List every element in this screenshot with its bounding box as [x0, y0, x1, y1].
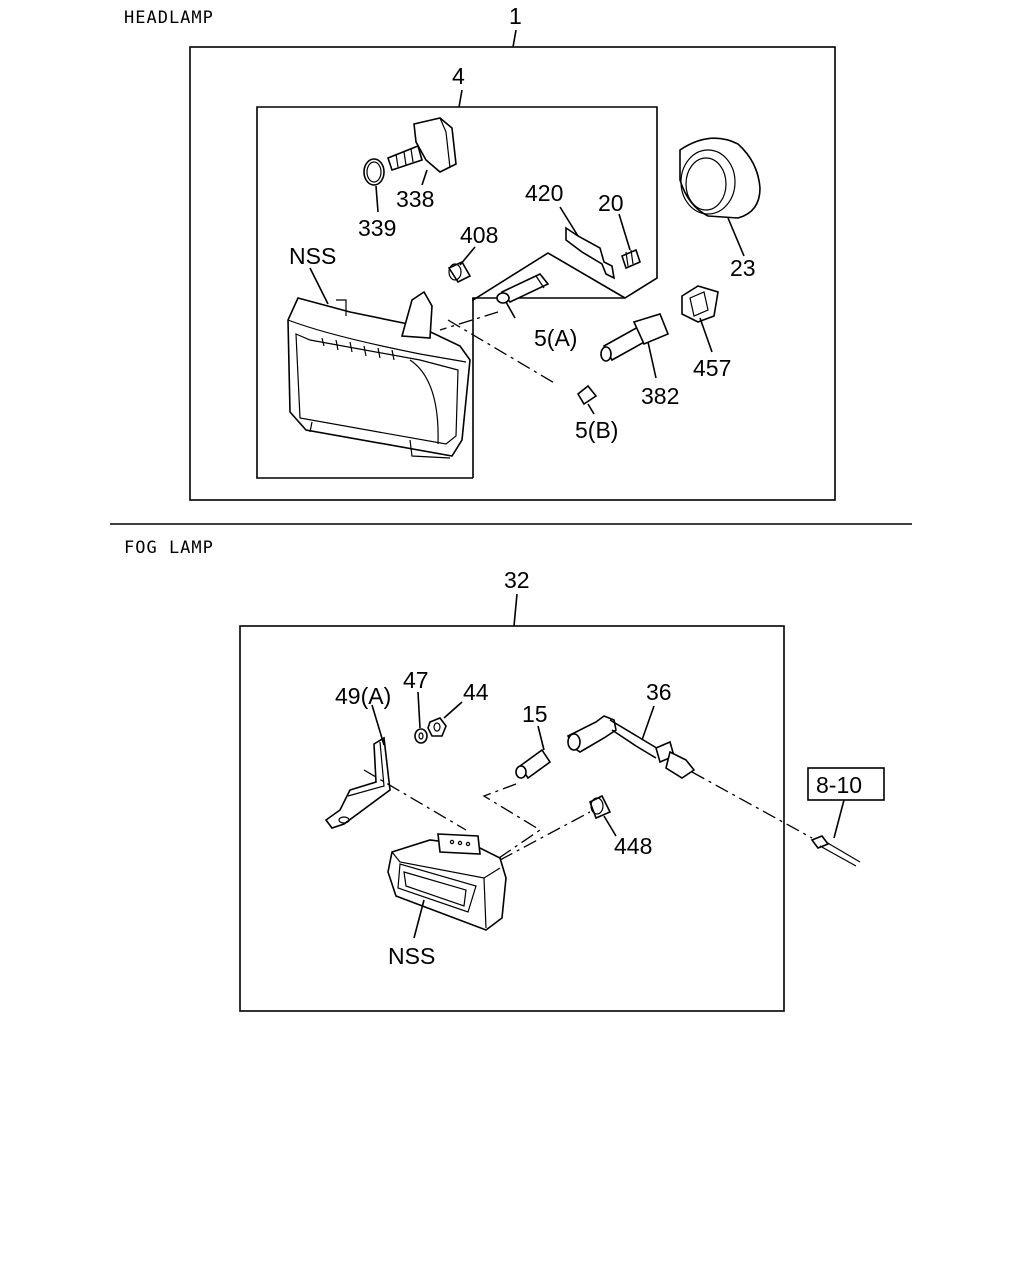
label-47[interactable]: 47: [403, 667, 429, 693]
dashline-5a: [439, 311, 499, 331]
foglamp-section-title: FOG LAMP: [124, 538, 214, 558]
bracket-420: [565, 226, 616, 280]
leader-44: [443, 701, 463, 719]
label-32[interactable]: 32: [504, 567, 530, 593]
leader-382: [647, 341, 657, 379]
reference-label[interactable]: 8-10: [816, 772, 862, 798]
washer-47: [414, 728, 428, 744]
leader-5b: [587, 403, 595, 415]
label-338[interactable]: 338: [396, 186, 434, 212]
dashline-5b: [447, 319, 557, 385]
label-23[interactable]: 23: [730, 255, 756, 281]
leader-36: [641, 705, 655, 741]
leader-408: [459, 246, 476, 266]
leader-338: [421, 169, 428, 186]
label-339[interactable]: 339: [358, 215, 396, 241]
dashline-bracket: [363, 769, 467, 831]
leader-4: [458, 89, 463, 108]
leader-15: [537, 725, 545, 751]
adjuster-screw-338: [387, 117, 457, 173]
foglamp-assembly-frame: [239, 625, 785, 1012]
label-5a[interactable]: 5(A): [534, 325, 577, 351]
label-448[interactable]: 448: [614, 833, 652, 859]
leader-nss-headlamp: [309, 267, 329, 305]
label-20[interactable]: 20: [598, 190, 624, 216]
leader-448: [603, 815, 617, 837]
nut-44: [427, 717, 447, 737]
grommet-408: [447, 260, 472, 284]
label-44[interactable]: 44: [463, 679, 489, 705]
leader-47: [417, 691, 421, 729]
dashline-ref: [691, 771, 813, 839]
label-1[interactable]: 1: [509, 3, 522, 29]
screw-20: [621, 248, 641, 270]
leader-339: [375, 185, 379, 213]
label-15[interactable]: 15: [522, 701, 548, 727]
label-4[interactable]: 4: [452, 63, 465, 89]
label-nss-foglamp[interactable]: NSS: [388, 943, 435, 969]
headlamp-assembly-frame: [189, 46, 836, 501]
harness-36: [566, 715, 696, 779]
label-408[interactable]: 408: [460, 222, 498, 248]
grommet-448: [588, 794, 612, 820]
leader-ref: [833, 799, 845, 839]
label-36[interactable]: 36: [646, 679, 672, 705]
dashline-bulb: [482, 783, 542, 861]
bulb-5b: [576, 384, 598, 406]
dashline-grommet: [499, 811, 591, 861]
reference-connector: [810, 835, 861, 867]
leader-23: [727, 217, 745, 257]
label-420[interactable]: 420: [525, 180, 563, 206]
leader-32: [513, 593, 518, 627]
leader-420: [559, 206, 579, 237]
headlamp-section-title: HEADLAMP: [124, 8, 214, 28]
connector-457: [681, 285, 719, 323]
reference-box[interactable]: [807, 767, 885, 801]
label-nss-headlamp[interactable]: NSS: [289, 243, 336, 269]
leader-nss-foglamp: [413, 899, 425, 939]
leader-457: [699, 317, 713, 353]
leader-1: [512, 29, 517, 48]
leader-20: [618, 213, 631, 251]
bracket-49a: [324, 736, 391, 829]
leader-5a: [505, 301, 516, 319]
bulb-bracket-line: [472, 252, 626, 302]
cover-ring-23: [679, 137, 761, 219]
leader-49a: [371, 704, 385, 746]
foglamp-body: [387, 833, 507, 931]
socket-382: [600, 313, 670, 362]
label-382[interactable]: 382: [641, 383, 679, 409]
label-457[interactable]: 457: [693, 355, 731, 381]
headlamp-body: [287, 290, 471, 459]
label-49a[interactable]: 49(A): [335, 683, 391, 709]
bulb-15: [515, 748, 552, 780]
bulb-5a: [496, 273, 550, 304]
label-5b[interactable]: 5(B): [575, 417, 618, 443]
